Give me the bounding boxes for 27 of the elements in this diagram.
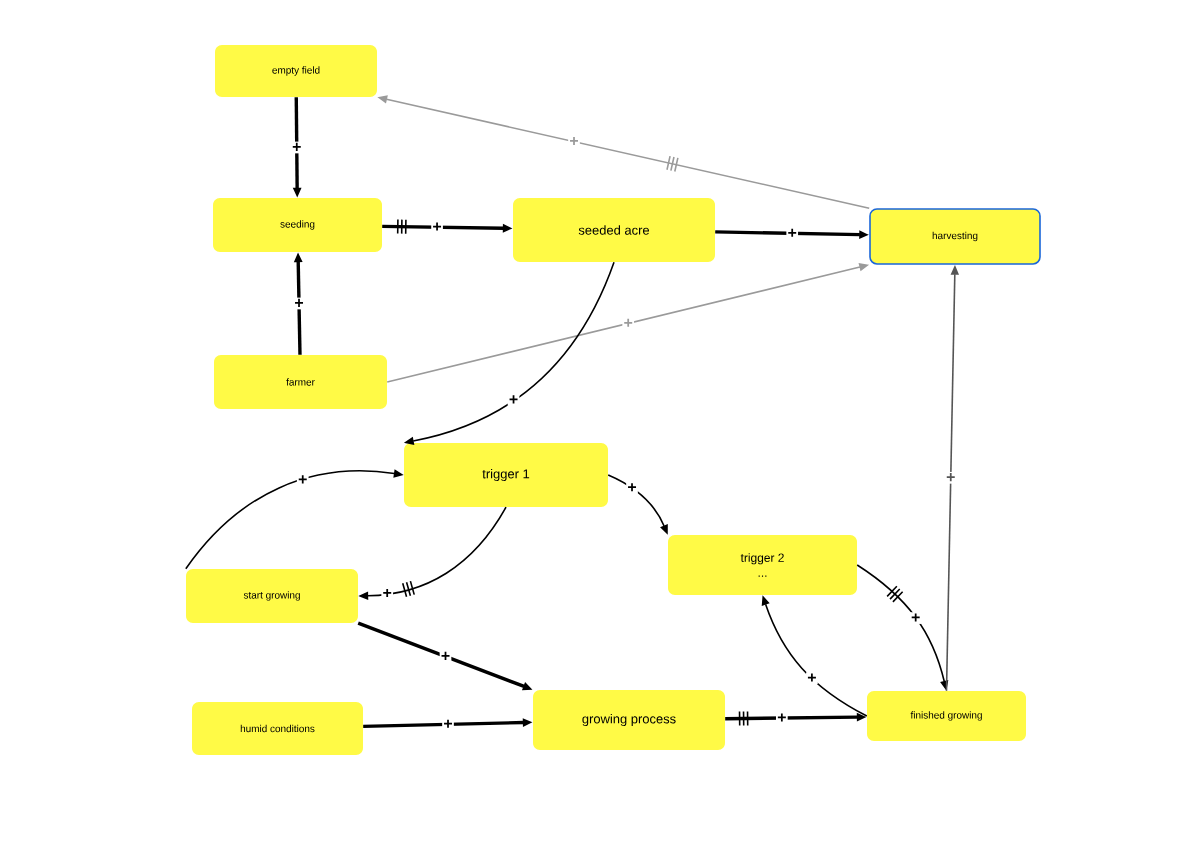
process-box: trigger 1 [404, 443, 608, 507]
edge-label: + [622, 317, 635, 330]
edge-label: + [806, 672, 818, 685]
edge-label: + [568, 135, 580, 148]
process-box: harvesting [869, 208, 1041, 265]
edge-label: + [290, 141, 303, 154]
edge-label: + [507, 394, 520, 406]
process-box: seeding [213, 198, 382, 252]
edge-label: + [909, 612, 922, 624]
edge-label: + [431, 221, 443, 234]
edge-label: + [293, 297, 305, 310]
process-box: growing process [533, 690, 725, 750]
process-box: empty field [215, 45, 377, 97]
process-box: seeded acre [513, 198, 715, 262]
edge-label: + [786, 227, 799, 240]
process-box: start growing [186, 569, 358, 623]
edge-label: + [381, 587, 394, 600]
edge-label: + [439, 650, 452, 663]
edge-label: + [776, 712, 788, 724]
edge-label: + [442, 718, 454, 731]
process-box: trigger 2 ... [668, 535, 857, 595]
edge-label: + [944, 471, 957, 484]
process-box: finished growing [867, 691, 1026, 741]
process-box: humid conditions [192, 702, 363, 755]
edge-label: + [296, 474, 309, 486]
edge-label: + [626, 482, 638, 494]
process-box: farmer [214, 355, 387, 409]
